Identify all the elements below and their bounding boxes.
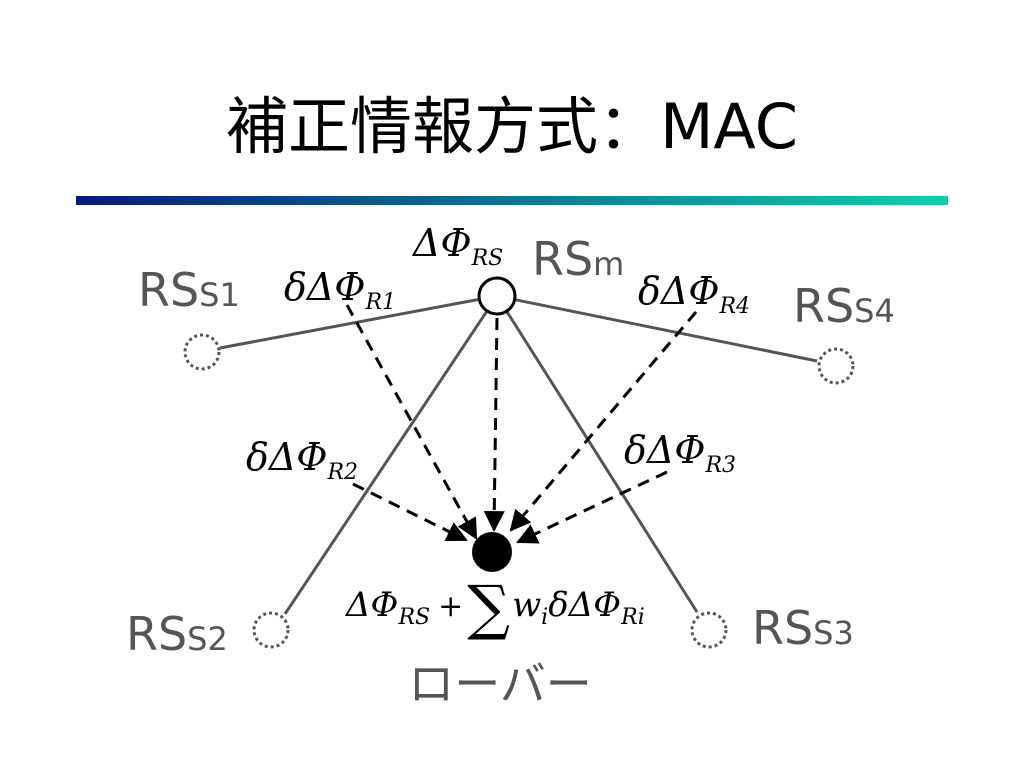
rover-formula: ΔΦRS+∑wiδΔΦRi [344,573,645,643]
baseline-s2 [283,295,499,615]
sub-station-s4-label: RSS4 [793,279,895,333]
sub-station-s2-icon [252,611,290,649]
correction-label-r4: δΔΦR4 [638,269,750,319]
correction-label-r1: δΔΦR1 [284,265,396,315]
baseline-s4 [496,294,818,363]
sub-station-s4-icon [817,347,855,385]
sub-station-s3-icon [690,611,728,649]
correction-arrow-rs [483,317,505,533]
correction-label-r2: δΔΦR2 [246,435,358,485]
correction-arrow-r3 [516,470,668,544]
rover-label: ローバー [408,657,592,711]
main-station-icon [477,276,517,316]
baseline-s1 [219,294,498,350]
main-station-label: RSm [532,232,624,286]
sub-station-s1-label: RSS1 [138,263,240,317]
sub-station-s1-icon [183,333,221,371]
correction-label-r3: δΔΦR3 [624,428,736,478]
correction-label-rs: ΔΦRS [411,221,503,271]
sub-station-s3-label: RSS3 [752,601,854,655]
correction-arrow-r1 [345,304,478,540]
title-underline-bar [76,196,948,205]
rover-icon [472,532,512,572]
page-title: 補正情報方式：MAC [226,90,798,163]
sub-station-s2-label: RSS2 [126,607,228,661]
correction-arrow-r2 [352,482,468,542]
baseline-s3 [495,295,699,613]
correction-arrow-r4 [509,311,698,532]
